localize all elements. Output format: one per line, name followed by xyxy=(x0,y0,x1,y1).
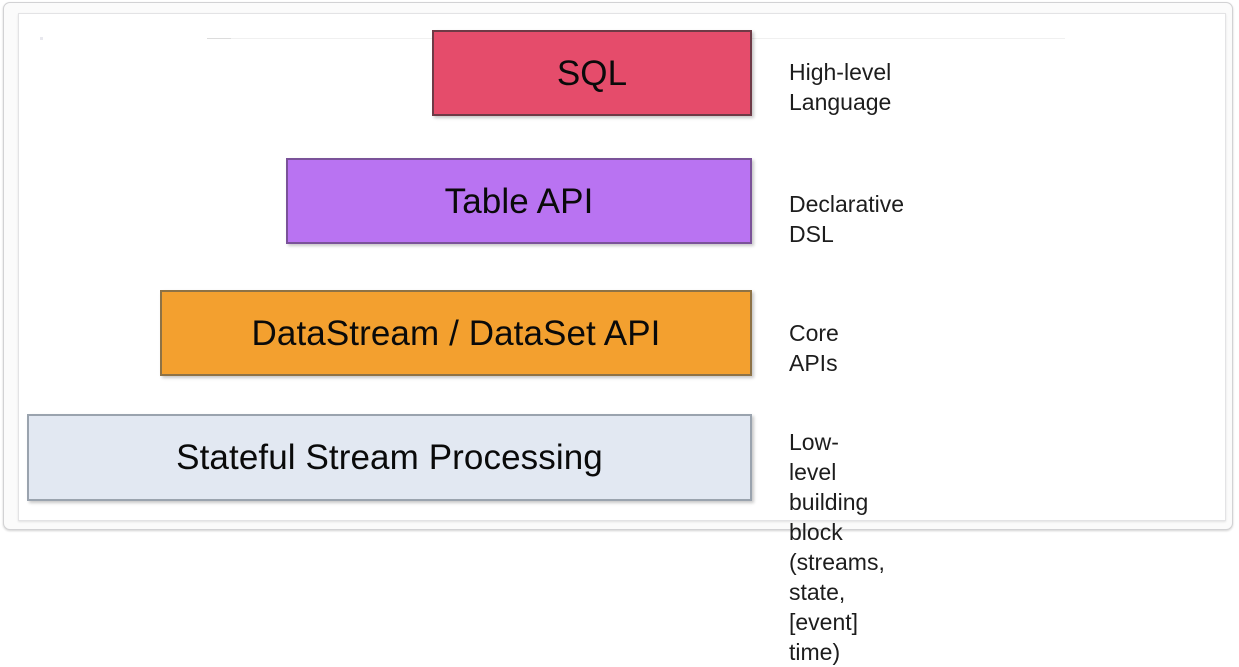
tier-core-api-description: Core APIs xyxy=(789,320,839,376)
tier-table-api-box[interactable]: Table API xyxy=(286,158,752,244)
tier-table-api-label: Table API xyxy=(444,181,594,221)
tier-sql-box[interactable]: SQL xyxy=(432,30,752,116)
corner-speck-artifact xyxy=(40,37,43,40)
tier-table-api-description: Declarative DSL xyxy=(789,191,905,247)
tier-stateful-stream-processing-description: Low-level building block (streams, state… xyxy=(789,429,885,665)
tier-core-api-box[interactable]: DataStream / DataSet API xyxy=(160,290,752,376)
tier-core-api-label: DataStream / DataSet API xyxy=(251,313,661,353)
tier-sql-label: SQL xyxy=(556,53,628,93)
tier-sql-description: High-level Language xyxy=(789,59,892,115)
tier-stateful-stream-processing-label: Stateful Stream Processing xyxy=(176,438,603,477)
tier-stateful-stream-processing-box[interactable]: Stateful Stream Processing xyxy=(27,414,752,501)
api-abstraction-diagram: SQL High-level Language Table API Declar… xyxy=(27,30,905,665)
